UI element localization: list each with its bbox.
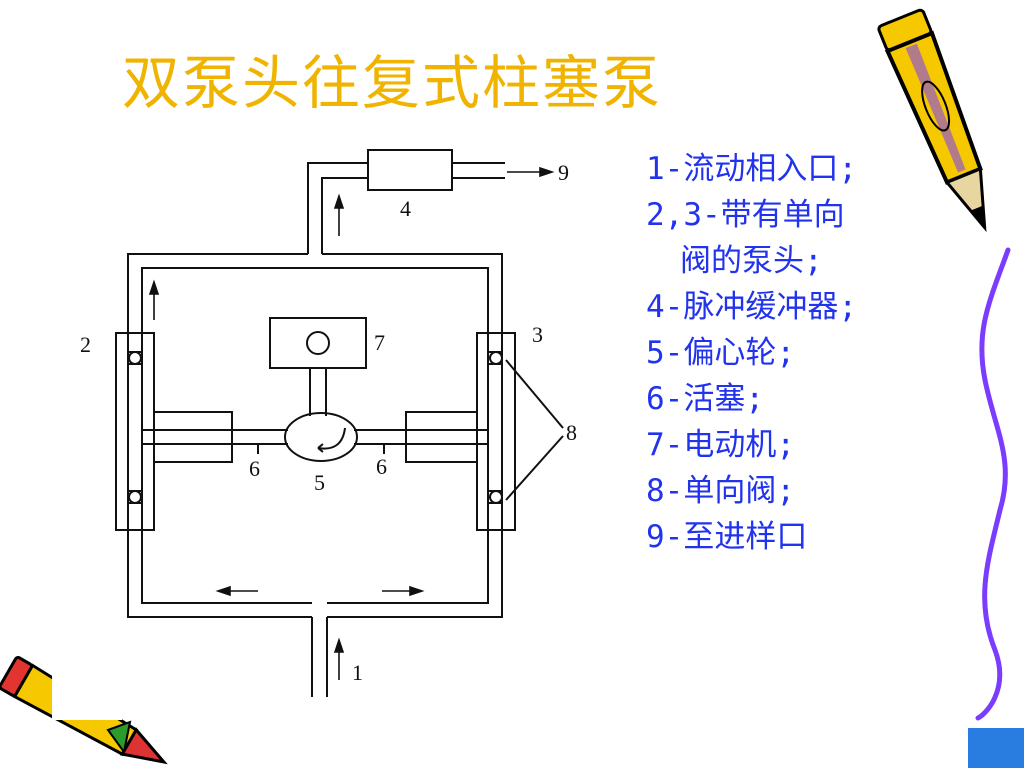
loop-outer	[127, 253, 503, 618]
piston-right	[405, 411, 477, 463]
legend-item-text: 2,3-带有单向	[646, 197, 845, 233]
pencil-icon	[877, 8, 987, 233]
legend-item-text: 1-流动相入口;	[646, 151, 857, 187]
legend-list: 1-流动相入口; 2,3-带有单向阀的泵头; 4-脉冲缓冲器; 5-偏心轮; 6-活塞;…	[646, 146, 916, 560]
pulse-buffer	[367, 149, 453, 191]
eccentric-wheel	[284, 412, 358, 462]
loop-inner	[141, 267, 489, 604]
label-1: 1	[352, 660, 363, 685]
legend-item: 5-偏心轮;	[646, 330, 916, 376]
legend-item-text: 6-活塞;	[646, 381, 764, 417]
label-6-right: 6	[376, 454, 387, 479]
label-8: 8	[566, 420, 577, 445]
label-4: 4	[400, 196, 411, 221]
slide-title: 双泵头往复式柱塞泵	[122, 49, 663, 117]
label-7: 7	[374, 330, 385, 355]
legend-item-text: 5-偏心轮;	[646, 335, 795, 371]
legend-item-text: 8-单向阀;	[646, 473, 795, 509]
motor-shaft	[306, 331, 330, 355]
label-6-left: 6	[249, 456, 260, 481]
piston-left	[154, 411, 233, 463]
label-3: 3	[532, 322, 543, 347]
legend-item: 4-脉冲缓冲器;	[646, 284, 916, 330]
legend-item-text: 4-脉冲缓冲器;	[646, 289, 857, 325]
legend-item: 8-单向阀;	[646, 468, 916, 514]
label-2: 2	[80, 332, 91, 357]
check-valve-right-bottom	[489, 490, 503, 504]
outlet-pipe-right	[321, 177, 368, 254]
motor-box	[269, 317, 367, 369]
label-5: 5	[314, 470, 325, 495]
legend-item-text: 7-电动机;	[646, 427, 795, 463]
legend-item: 1-流动相入口;	[646, 146, 916, 192]
legend-item-text: 9-至进样口	[646, 519, 808, 555]
check-valve-left-top	[128, 351, 142, 365]
legend-item: 6-活塞;	[646, 376, 916, 422]
corner-square	[968, 728, 1024, 768]
pump-head-right	[476, 332, 516, 531]
label-9: 9	[558, 160, 569, 185]
legend-item: 7-电动机;	[646, 422, 916, 468]
legend-item-continuation: 阀的泵头;	[680, 243, 823, 279]
pump-head-left	[115, 332, 155, 531]
check-valve-right-top	[489, 351, 503, 365]
legend-item: 9-至进样口	[646, 514, 916, 560]
outlet-pipe-left	[307, 162, 368, 254]
wheel-rotation-arrow	[317, 427, 346, 450]
legend-item: 2,3-带有单向阀的泵头;	[646, 192, 916, 284]
check-valve-left-bottom	[128, 490, 142, 504]
squiggle-line	[975, 247, 1011, 721]
